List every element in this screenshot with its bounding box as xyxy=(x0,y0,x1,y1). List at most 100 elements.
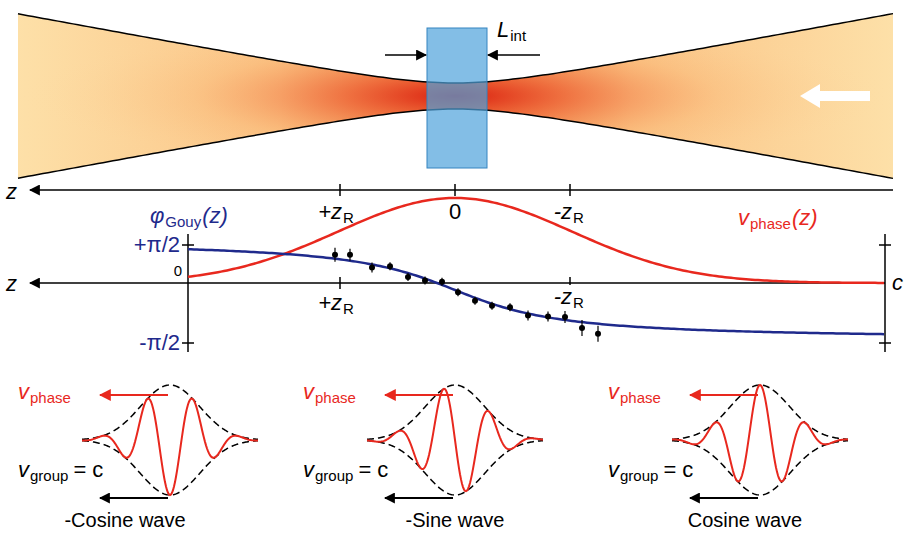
data-dot xyxy=(387,263,393,269)
dimension-label: L xyxy=(497,18,509,42)
velocity-label: v xyxy=(303,380,314,404)
data-point xyxy=(405,273,411,281)
velocity-subscript: group xyxy=(315,468,353,485)
tick-label: 0 xyxy=(174,263,182,280)
dimension-arrow xyxy=(385,54,426,56)
measured-points xyxy=(332,248,601,342)
envelope xyxy=(672,385,848,439)
velocity-value: = c xyxy=(73,458,103,482)
wave-packets xyxy=(82,385,848,498)
data-dot xyxy=(347,252,353,258)
data-point xyxy=(525,311,531,321)
axis-title: (z) xyxy=(792,206,818,230)
axis-tick xyxy=(339,184,341,196)
envelope xyxy=(82,385,258,439)
data-point xyxy=(332,248,338,262)
data-dot xyxy=(507,304,513,310)
data-point xyxy=(422,277,428,285)
phase-velocity-arrow xyxy=(100,394,168,396)
velocity-subscript: phase xyxy=(30,390,71,407)
wave-caption: Cosine wave xyxy=(688,509,803,531)
axis-tick xyxy=(879,244,891,246)
axis-title: v xyxy=(738,206,749,230)
wave-caption: -Sine wave xyxy=(406,509,505,531)
group-velocity-arrow xyxy=(385,497,453,499)
axis-title: φ xyxy=(150,204,164,228)
velocity-label: v xyxy=(608,380,619,404)
data-dot xyxy=(332,252,338,258)
wave-packet xyxy=(672,385,848,498)
data-dot xyxy=(472,298,478,304)
data-point xyxy=(507,303,513,311)
velocity-label: v xyxy=(608,458,619,482)
velocity-value: = c xyxy=(358,458,388,482)
tick-subscript: R xyxy=(573,295,584,312)
velocity-subscript: group xyxy=(620,468,658,485)
axis-label: z xyxy=(6,272,17,296)
velocity-subscript: phase xyxy=(620,390,661,407)
data-point xyxy=(562,311,568,323)
data-point xyxy=(387,262,393,270)
velocity-value: = c xyxy=(663,458,693,482)
data-dot xyxy=(489,303,495,309)
dimension-arrow xyxy=(488,54,540,56)
phase-velocity-arrow xyxy=(385,394,453,396)
phase-velocity-curve xyxy=(188,198,884,283)
data-point xyxy=(455,288,461,296)
data-point xyxy=(347,249,353,261)
data-point xyxy=(369,262,375,272)
data-point xyxy=(472,297,478,305)
propagation-arrow xyxy=(800,84,870,108)
tick-label: +z xyxy=(318,200,342,224)
wave-packet xyxy=(367,385,543,498)
envelope xyxy=(367,441,543,495)
data-dot xyxy=(369,264,375,270)
tick-label: +π/2 xyxy=(134,233,180,257)
velocity-subscript: phase xyxy=(315,390,356,407)
velocity-label: v xyxy=(18,458,29,482)
wave-caption: -Cosine wave xyxy=(64,509,185,531)
tick-label: +z xyxy=(318,291,342,315)
z-axis xyxy=(30,189,893,191)
carrier-wave xyxy=(672,385,848,481)
z-axis xyxy=(30,282,885,284)
interaction-region xyxy=(427,28,487,168)
envelope xyxy=(672,441,848,495)
beam-fill xyxy=(18,14,893,179)
data-dot xyxy=(562,314,568,320)
data-point xyxy=(489,302,495,310)
velocity-label: v xyxy=(303,458,314,482)
data-dot xyxy=(405,274,411,280)
axis-subscript: phase xyxy=(750,216,791,233)
carrier-wave xyxy=(82,399,258,495)
group-velocity-arrow xyxy=(100,497,168,499)
data-dot xyxy=(439,279,445,285)
data-dot xyxy=(579,325,585,331)
data-point xyxy=(595,326,601,342)
envelope xyxy=(367,385,543,439)
phase-axis xyxy=(187,234,189,352)
velocity-subscript: group xyxy=(30,468,68,485)
tick-label: 0 xyxy=(449,200,461,224)
axis-tick xyxy=(339,277,341,289)
beam-core xyxy=(18,14,893,179)
data-dot xyxy=(455,289,461,295)
envelope xyxy=(82,441,258,495)
tick-label: -z xyxy=(554,285,572,309)
tick-subscript: R xyxy=(343,210,354,227)
wave-packet xyxy=(82,385,258,498)
data-dot xyxy=(545,313,551,319)
velocity-axis xyxy=(884,234,886,352)
axis-tick xyxy=(879,342,891,344)
data-dot xyxy=(595,331,601,337)
axis-tick xyxy=(454,184,456,196)
phase-velocity-arrow xyxy=(690,394,758,396)
tick-label: -z xyxy=(554,200,572,224)
data-point xyxy=(439,278,445,286)
dimension-subscript: int xyxy=(510,28,526,45)
gaussian-beam xyxy=(18,14,893,179)
axis-tick xyxy=(182,342,194,344)
axis-tick xyxy=(569,184,571,196)
